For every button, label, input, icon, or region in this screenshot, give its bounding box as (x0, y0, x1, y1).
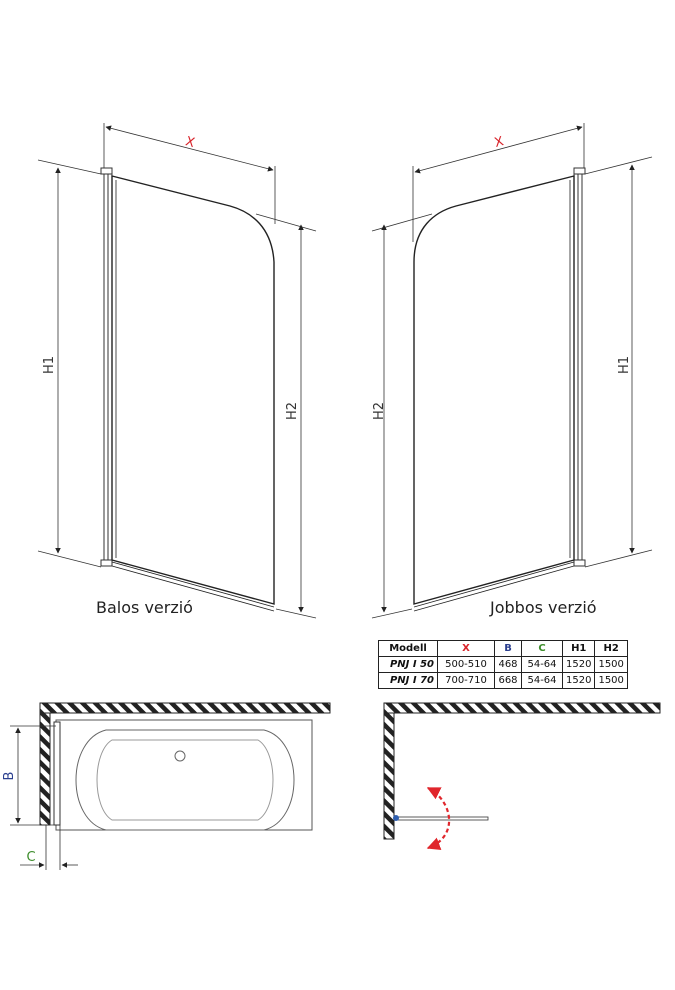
left-h2-dimension (255, 213, 317, 619)
cell-h1: 1520 (561, 672, 596, 689)
left-x-dimension (103, 123, 276, 224)
header-x: X (437, 640, 495, 657)
bathtub-inner-basin (96, 739, 274, 821)
glass-panel-top-view (395, 816, 489, 821)
side-wall-hatch-right (383, 712, 395, 840)
right-x-dimension (412, 123, 585, 242)
b-dimension (10, 725, 56, 826)
cell-h2: 1500 (594, 656, 628, 673)
cell-x: 700-710 (437, 672, 495, 689)
left-h1-dimension (37, 159, 102, 568)
cell-c: 54-64 (521, 672, 563, 689)
drain-icon (174, 750, 186, 762)
caption-left-version: Balos verzió (96, 598, 193, 617)
left-version-drawing (37, 123, 317, 619)
cell-model: PNJ I 50 (378, 656, 438, 673)
c-dimension (20, 825, 78, 870)
left-glass-panel (111, 175, 275, 612)
label-x-right: X (493, 134, 506, 151)
hinge-icon (393, 815, 399, 821)
cell-x: 500-510 (437, 656, 495, 673)
swing-arrow-icon (426, 787, 451, 850)
label-b: B (2, 772, 17, 781)
header-modell: Modell (378, 640, 438, 657)
table-header-row: Modell X B C H1 H2 (378, 640, 628, 657)
bathtub-plan-view (10, 702, 331, 870)
table-row: PNJ I 50 500-510 468 54-64 1520 1500 (378, 656, 628, 673)
header-h2: H2 (594, 640, 628, 657)
left-wall-profile (100, 167, 113, 567)
right-h1-dimension (584, 156, 653, 568)
label-h2-left: H2 (285, 402, 300, 420)
bathtub-basin (75, 729, 295, 831)
header-h1: H1 (561, 640, 596, 657)
cell-h1: 1520 (561, 656, 596, 673)
label-h1-left: H1 (42, 356, 57, 374)
cell-c: 54-64 (521, 656, 563, 673)
top-wall-hatch-right (383, 702, 661, 714)
folded-screen (53, 721, 61, 826)
label-h1-right: H1 (617, 356, 632, 374)
cell-h2: 1500 (594, 672, 628, 689)
right-wall-profile (573, 167, 586, 567)
label-h2-right: H2 (372, 402, 387, 420)
caption-right-version: Jobbos verzió (490, 598, 597, 617)
swing-plan-view (383, 702, 661, 850)
cell-b: 668 (494, 672, 522, 689)
cell-model: PNJ I 70 (378, 672, 438, 689)
header-b: B (494, 640, 522, 657)
top-wall-hatch (39, 702, 331, 714)
label-c: C (26, 850, 35, 865)
right-version-drawing (371, 123, 653, 619)
side-wall-hatch (39, 712, 51, 826)
cell-b: 468 (494, 656, 522, 673)
model-spec-table: Modell X B C H1 H2 PNJ I 50 500-510 468 … (378, 640, 628, 689)
right-glass-panel (413, 175, 575, 612)
label-x-left: X (184, 134, 197, 151)
header-c: C (521, 640, 563, 657)
bathtub-outline (55, 719, 313, 831)
table-row: PNJ I 70 700-710 668 54-64 1520 1500 (378, 672, 628, 689)
right-h2-dimension (371, 213, 433, 619)
